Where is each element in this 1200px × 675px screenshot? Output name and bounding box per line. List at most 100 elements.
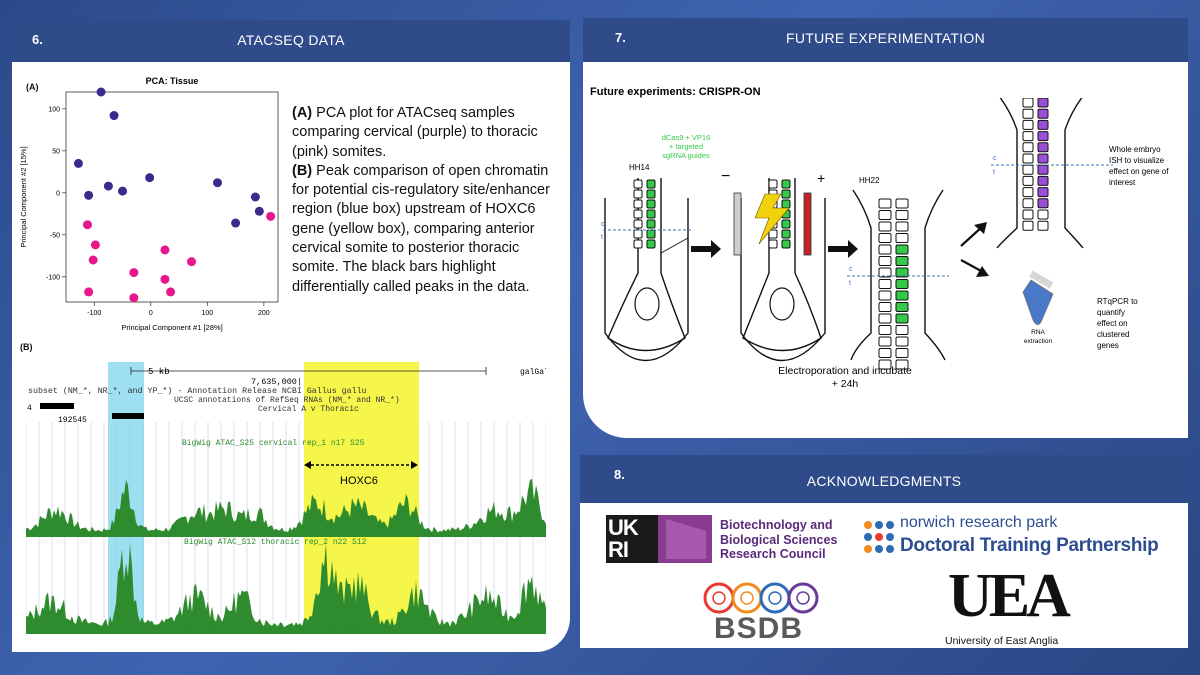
ukri-line1: Biotechnology and xyxy=(720,518,833,532)
desc-b-tag: (B) xyxy=(292,162,313,179)
somite xyxy=(1022,153,1034,164)
ukri-line3: Research Council xyxy=(720,547,826,561)
lightning-icon xyxy=(754,193,790,245)
pca-y-tick-label: -50 xyxy=(50,232,60,239)
arrow-right-icon xyxy=(828,240,858,258)
electroporation-caption: Electroporation and incubate xyxy=(778,365,912,377)
browser-coord: 7,635,000| xyxy=(251,377,302,387)
pca-y-tick-label: 0 xyxy=(56,190,60,197)
somite xyxy=(1022,108,1034,119)
somite xyxy=(781,239,791,249)
somite xyxy=(878,336,892,347)
somite xyxy=(781,229,791,239)
somite xyxy=(1037,187,1049,198)
pca-x-tick-label: 0 xyxy=(149,310,153,317)
pca-point-cervical xyxy=(231,218,241,228)
somite xyxy=(895,290,909,301)
pca-point-cervical xyxy=(109,111,119,121)
arrow-up-right-icon xyxy=(974,222,987,234)
track-conservation-label: 77 vertebrates Basewise Conservation by … xyxy=(150,624,371,633)
somite xyxy=(1037,220,1049,231)
somite xyxy=(646,229,656,239)
ukri-line2: Biological Sciences xyxy=(720,532,838,547)
label-t: t xyxy=(849,280,851,287)
somite xyxy=(1037,131,1049,142)
somite xyxy=(768,239,778,249)
desc-a-text: PCA plot for ATACseq samples comparing c… xyxy=(292,105,538,160)
somite xyxy=(895,302,909,312)
browser-annotation-line1: subset (NM_*, NR_*, and YP_*) - Annotati… xyxy=(28,386,367,396)
somite xyxy=(878,244,892,255)
somite xyxy=(768,179,778,189)
somite xyxy=(781,219,791,229)
hoxc6-label: HOXC6 xyxy=(340,475,378,487)
embryo-electroporated: − + xyxy=(721,168,826,361)
somite xyxy=(895,198,909,209)
somite xyxy=(646,179,656,189)
somite xyxy=(781,179,791,189)
pca-y-tick-label: -100 xyxy=(46,274,60,281)
pca-x-tick-label: -100 xyxy=(87,310,101,317)
panel-header: 7. FUTURE EXPERIMENTATION xyxy=(583,18,1188,62)
somite xyxy=(781,199,791,209)
panel-atacseq: 6. ATACSEQ DATA (A) (B) PCA: Tissue -100… xyxy=(12,20,570,652)
electrode-negative xyxy=(733,192,742,256)
electrode-plus: + xyxy=(817,170,825,186)
desc-b-text: Peak comparison of open chromatin for po… xyxy=(292,162,550,295)
panel-header: 6. ATACSEQ DATA xyxy=(12,20,570,62)
somite xyxy=(895,359,909,370)
browser-genome: galGal xyxy=(520,368,546,377)
somite xyxy=(1022,119,1034,130)
pca-y-tick-label: 100 xyxy=(48,106,60,113)
track-thoracic-label: BigWig ATAC_S12 thoracic rep_2 n22 S12 xyxy=(184,538,367,547)
somite xyxy=(1022,209,1034,220)
pca-point-thoracic xyxy=(187,257,197,267)
figure-label-a: (A) xyxy=(26,82,39,92)
genome-browser: 5 kb galGal 7,635,000| subset (NM_*, NR_… xyxy=(26,362,546,634)
somite xyxy=(633,239,643,249)
track-thoracic xyxy=(26,543,546,634)
somite xyxy=(633,179,643,189)
somite xyxy=(895,279,909,289)
somite xyxy=(646,209,656,219)
figure-description: (A) PCA plot for ATACseq samples compari… xyxy=(292,104,554,297)
pca-point-cervical xyxy=(213,178,223,188)
somite xyxy=(1037,98,1049,108)
pca-point-thoracic xyxy=(82,220,92,230)
label-t: t xyxy=(993,169,995,176)
somite xyxy=(1037,175,1049,186)
pca-point-cervical xyxy=(250,192,260,202)
electrode-minus: − xyxy=(721,168,730,185)
somite xyxy=(633,219,643,229)
pca-point-thoracic xyxy=(88,255,98,265)
somite xyxy=(895,348,909,358)
somite xyxy=(878,210,892,220)
arrow-down-right-icon xyxy=(976,266,989,277)
somite xyxy=(878,325,892,335)
pca-x-tick-label: 100 xyxy=(201,310,213,317)
pca-title: PCA: Tissue xyxy=(146,76,199,86)
somite xyxy=(878,302,892,312)
somite xyxy=(895,256,909,266)
somite xyxy=(895,221,909,232)
somite xyxy=(646,219,656,229)
arrow-right-icon xyxy=(691,240,721,258)
somite xyxy=(1037,198,1049,209)
pca-point-cervical xyxy=(84,190,94,200)
pca-point-cervical xyxy=(73,158,83,168)
somite xyxy=(1022,220,1034,231)
somite xyxy=(633,199,643,209)
somite xyxy=(878,313,892,324)
label-c: c xyxy=(601,221,605,228)
somite xyxy=(633,229,643,239)
somite xyxy=(878,233,892,243)
nrp-bottom-text: Doctoral Training Partnership xyxy=(900,535,1159,556)
bsdb-text: BSDB xyxy=(714,612,804,645)
somite xyxy=(1037,108,1049,119)
electrode-positive xyxy=(803,192,812,256)
somite xyxy=(895,210,909,220)
